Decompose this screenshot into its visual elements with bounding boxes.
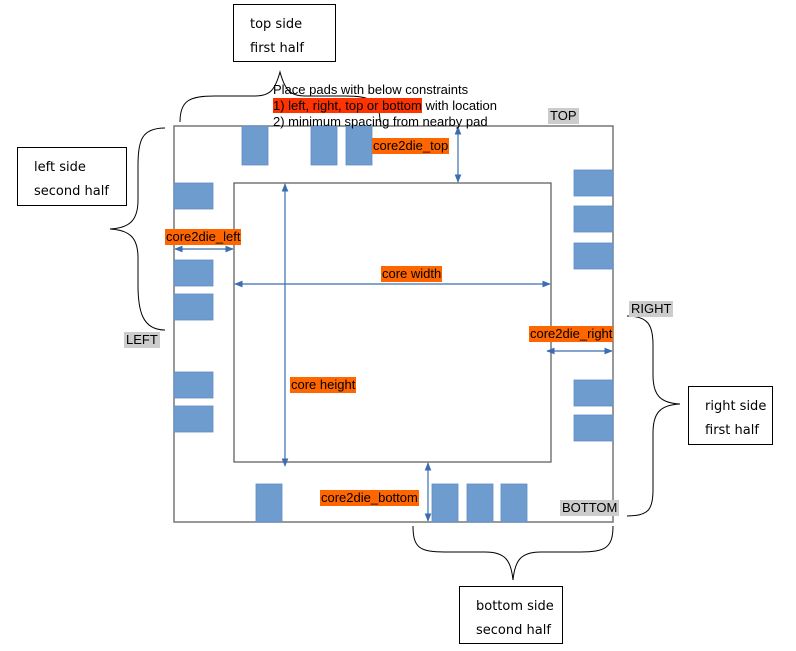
side-label-bottom: BOTTOM <box>560 500 620 516</box>
pad <box>573 169 614 197</box>
callout-top-line-1: top side <box>250 17 303 32</box>
core2die-bottom-label: core2die_bottom <box>320 490 419 506</box>
right-brace <box>626 315 681 517</box>
callout-right-line-2: first half <box>705 423 759 438</box>
core-width-label: core width <box>381 266 443 282</box>
right-pads <box>573 169 614 442</box>
pad <box>573 379 614 407</box>
left-pads <box>173 182 214 433</box>
pad <box>173 182 214 210</box>
note-heading: Place pads with below constraints <box>273 82 469 97</box>
pad <box>173 293 214 321</box>
callout-left: left side second half <box>17 147 127 206</box>
callout-left-line-2: second half <box>34 184 109 199</box>
pad <box>466 483 494 523</box>
bottom-brace <box>412 525 614 581</box>
pad <box>573 242 614 270</box>
top-brace <box>179 70 381 123</box>
callout-right-line-1: right side <box>705 399 767 414</box>
callout-bottom: bottom side second half <box>459 586 563 644</box>
bottom-pads <box>255 483 528 523</box>
core2die-top-label: core2die_top <box>372 138 450 154</box>
core2die-right-label: core2die_right <box>529 326 614 342</box>
core-boundary <box>233 182 552 463</box>
side-label-right: RIGHT <box>629 301 674 317</box>
pad <box>310 125 338 166</box>
pad <box>241 125 269 166</box>
core-height-label: core height <box>290 377 357 393</box>
note-constraint-2: 2) minimum spacing from nearby pad <box>273 114 488 129</box>
note-constraint-1: 1) left, right, top or bottom with locat… <box>273 98 497 114</box>
constraint-1-highlight: 1) left, right, top or bottom <box>273 98 422 113</box>
callout-bottom-line-2: second half <box>476 623 551 638</box>
constraints-note: Place pads with below constraints 1) lef… <box>273 82 497 130</box>
left-brace <box>109 127 166 331</box>
pad <box>573 205 614 233</box>
callout-bottom-line-1: bottom side <box>476 599 554 614</box>
callout-top-line-2: first half <box>250 41 304 56</box>
callout-right: right side first half <box>688 386 773 445</box>
callout-left-line-1: left side <box>34 160 86 175</box>
pad <box>173 371 214 399</box>
pad <box>345 125 373 166</box>
constraint-1-rest: with location <box>421 98 498 113</box>
pad <box>173 259 214 287</box>
die-boundary <box>173 125 614 523</box>
core2die-left-label: core2die_left <box>165 229 242 245</box>
side-label-left: LEFT <box>124 332 160 348</box>
pad <box>255 483 283 523</box>
side-label-top: TOP <box>548 108 579 124</box>
pad <box>500 483 528 523</box>
pad <box>573 414 614 442</box>
callout-top: top side first half <box>233 4 336 62</box>
pad <box>431 483 459 523</box>
top-pads <box>241 125 373 166</box>
pad <box>173 405 214 433</box>
